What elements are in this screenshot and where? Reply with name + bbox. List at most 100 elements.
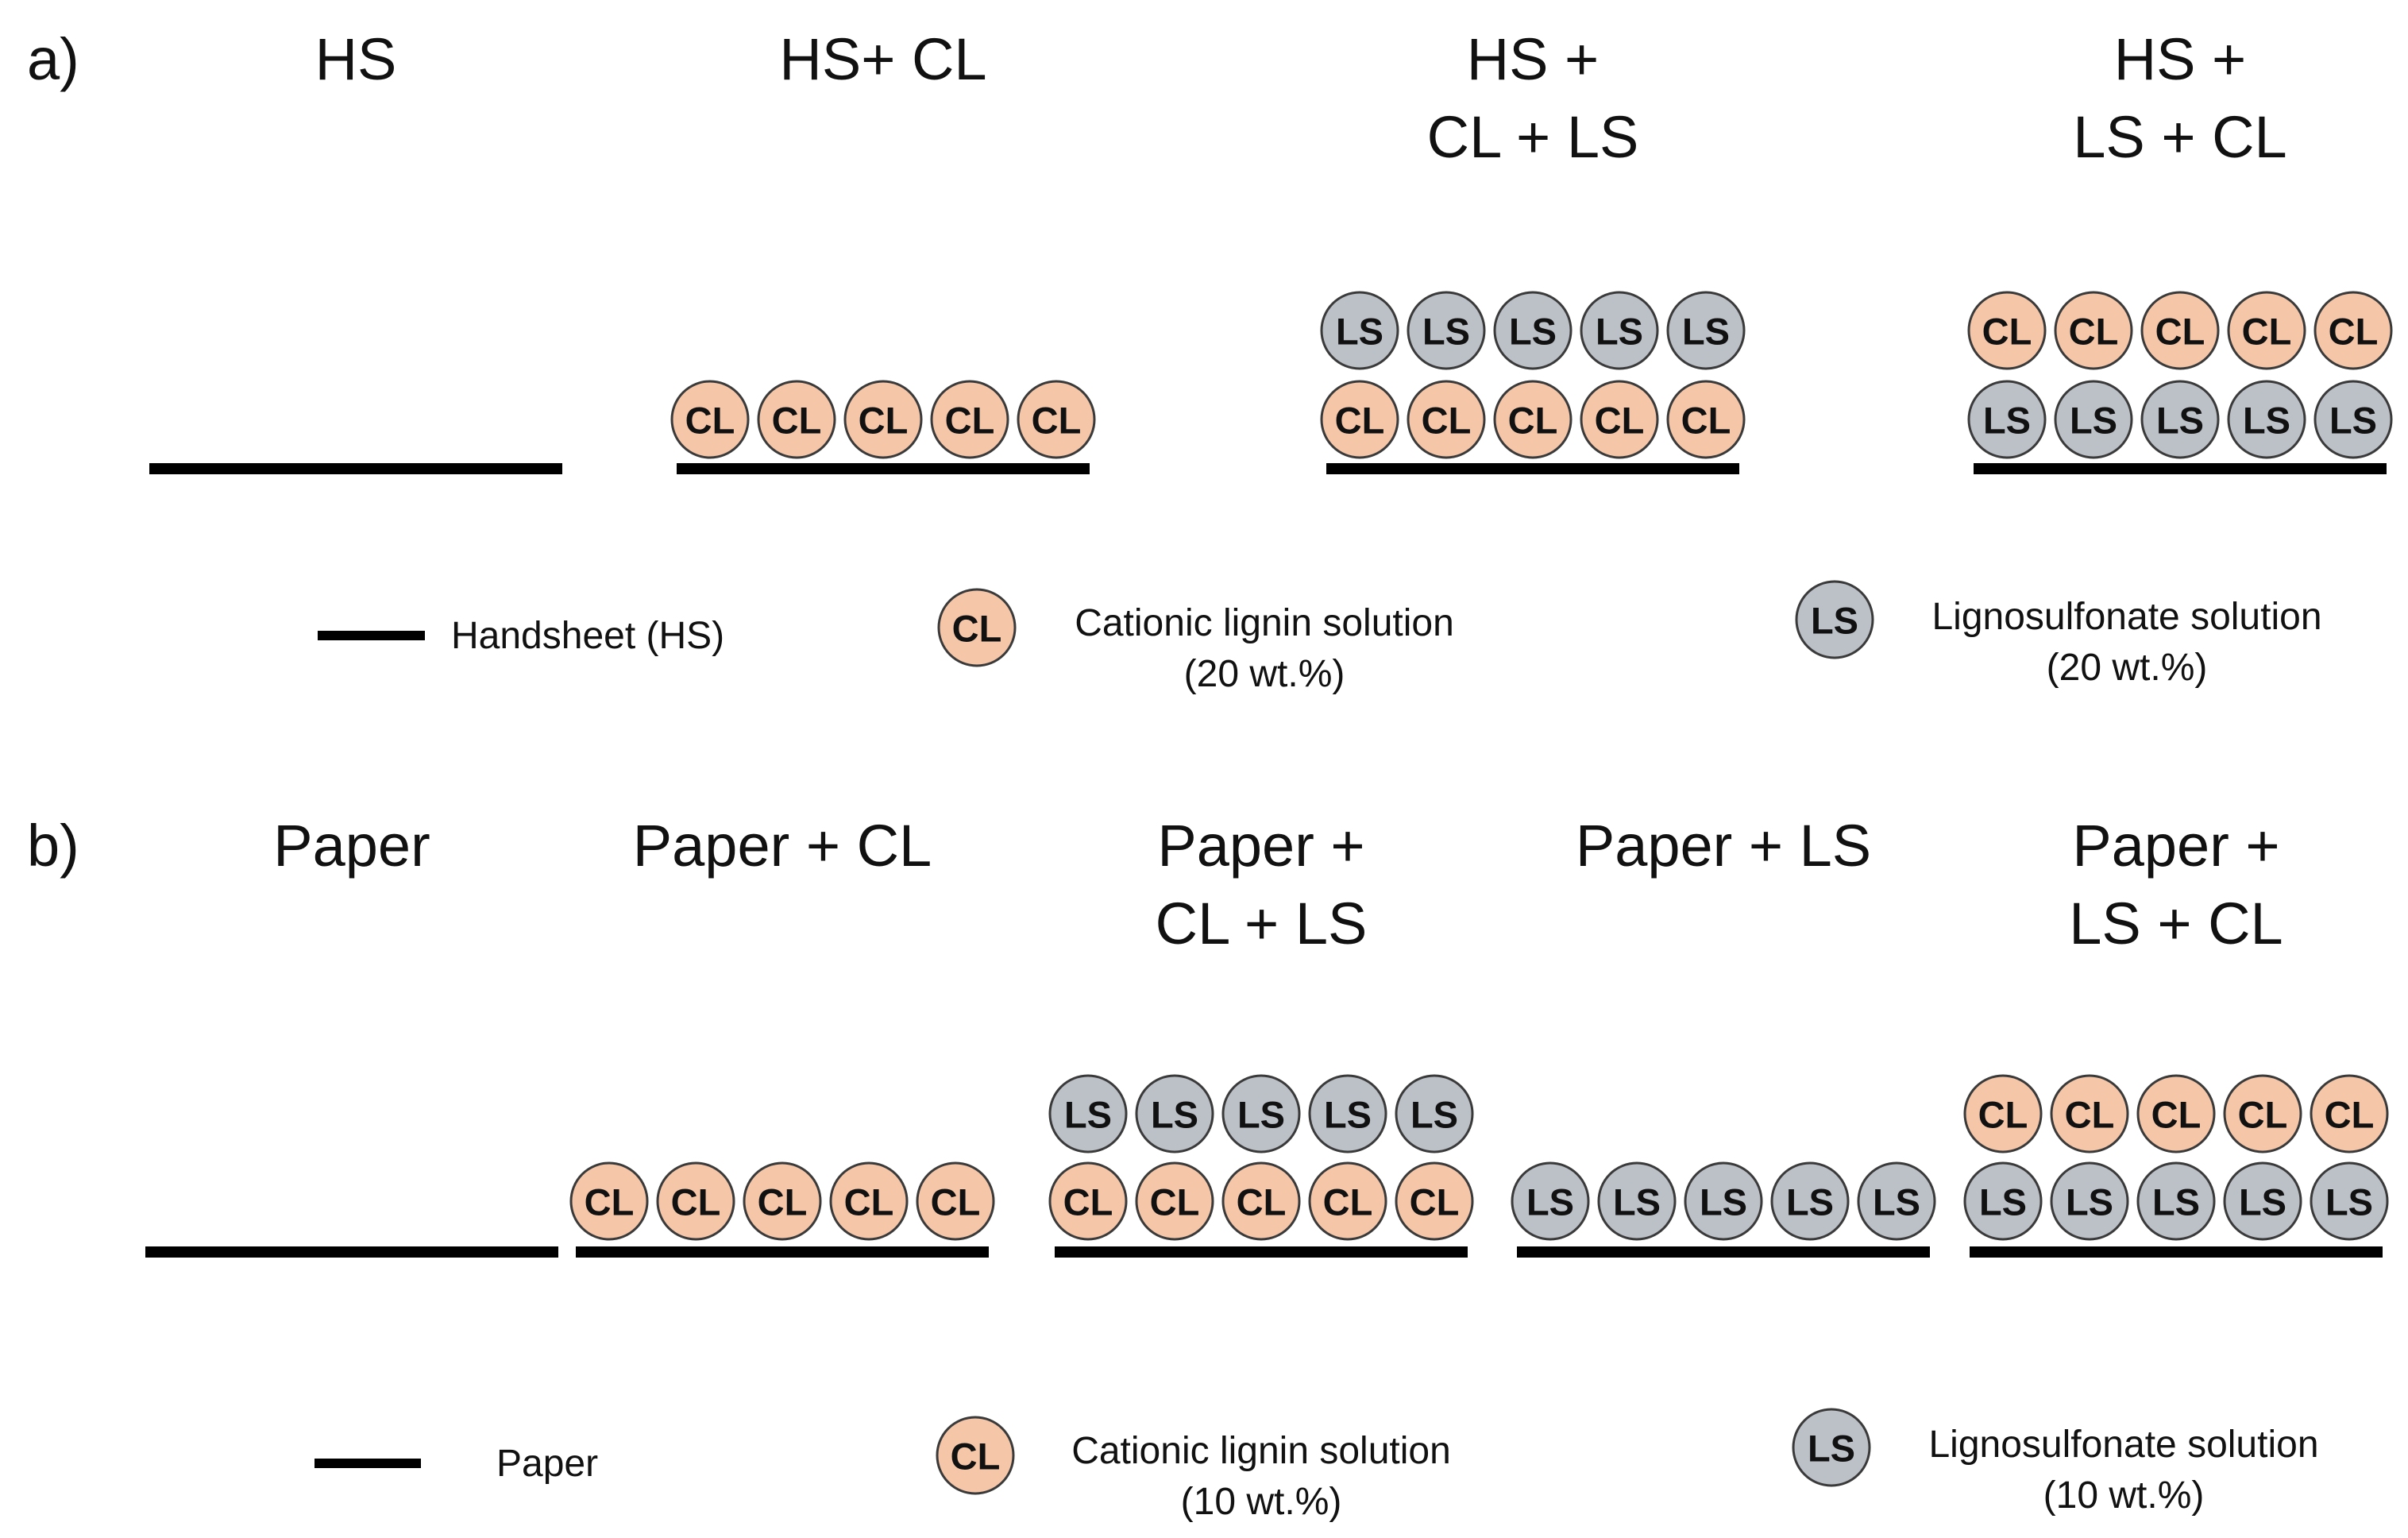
sample-title: HS + [1467,26,1600,92]
cl-token: CL [1967,291,2047,370]
ls-circle [1967,380,2047,459]
ls-token-label: LS [2152,1181,2200,1223]
legend-ls-token: LS [1792,1408,1871,1487]
ls-token: LS [1048,1074,1128,1154]
cl-token: CL [1017,380,1096,459]
cl-token-label: CL [2242,310,2292,352]
ls-token: LS [1511,1161,1590,1241]
ls-circle [1792,1408,1871,1487]
ls-token-label: LS [1979,1181,2027,1223]
sample-title: Paper + LS [1576,813,1871,879]
cl-circle [2227,291,2306,370]
cl-circle [2050,1074,2129,1154]
cl-token-label: CL [1323,1181,1373,1223]
cl-circle [670,380,750,459]
cl-circle [1666,380,1746,459]
cl-circle [2310,1074,2389,1154]
sample-title: Paper + [2072,813,2279,879]
ls-circle [1511,1161,1590,1241]
ls-token: LS [2136,1161,2216,1241]
cl-token: CL [1666,380,1746,459]
cl-token-label: CL [1032,399,1082,441]
ls-token-label: LS [2325,1181,2373,1223]
sample-title: HS [315,26,397,92]
ls-token-label: LS [1064,1093,1112,1135]
cl-token-label: CL [1982,310,2032,352]
ls-circle [1308,1074,1387,1154]
ls-layer: LS LS LS LS LS [1048,1074,1474,1154]
cl-circle [2313,291,2393,370]
sample-title: Paper + CL [633,813,932,879]
ls-token-label: LS [1151,1093,1198,1135]
cl-token: CL [569,1161,649,1241]
cl-token-label: CL [585,1181,635,1223]
cl-circle [936,1416,1015,1495]
ls-token-label: LS [1873,1181,1920,1223]
cl-token: CL [829,1161,909,1241]
panel-label: b) [27,813,79,879]
legend-ls-token: LS [1795,580,1874,659]
legend-substrate-label: Paper [496,1443,598,1485]
ls-token-label: LS [1786,1181,1834,1223]
cl-token-label: CL [671,1181,721,1223]
legend-cl-label: Cationic lignin solution [1075,602,1454,644]
sample-title: Paper + [1157,813,1364,879]
cl-circle [1580,380,1659,459]
cl-circle [2223,1074,2302,1154]
ls-token-label: LS [1509,310,1557,352]
cl-circle [1407,380,1486,459]
ls-token: LS [1395,1074,1474,1154]
sample-title: CL + LS [1156,891,1368,956]
ls-token-label: LS [1237,1093,1285,1135]
cl-token-label: CL [2329,310,2379,352]
cl-token-label: CL [931,1181,981,1223]
ls-circle [1597,1161,1677,1241]
cl-circle [1221,1161,1301,1241]
ls-token: LS [2227,380,2306,459]
ls-token-label: LS [2329,399,2377,441]
cl-token: CL [757,380,836,459]
cl-token: CL [2050,1074,2129,1154]
cl-token: CL [1048,1161,1128,1241]
ls-circle [1493,291,1573,370]
cl-token-label: CL [758,1181,808,1223]
cl-token-label: CL [2069,310,2119,352]
cl-circle [656,1161,735,1241]
ls-token-label: LS [1324,1093,1372,1135]
cl-token-label: CL [1595,399,1645,441]
ls-token-label: LS [1682,310,1730,352]
ls-token: LS [2310,1161,2389,1241]
cl-circle [2136,1074,2216,1154]
sample-title: CL + LS [1427,104,1639,170]
ls-token: LS [1407,291,1486,370]
cl-token: CL [1221,1161,1301,1241]
cl-token-label: CL [1410,1181,1460,1223]
cl-circle [2054,291,2133,370]
ls-circle [2310,1161,2389,1241]
ls-circle [1320,291,1399,370]
ls-token: LS [1493,291,1573,370]
ls-token-label: LS [1983,399,2031,441]
cl-token-label: CL [685,399,735,441]
cl-token: CL [670,380,750,459]
ls-token: LS [1770,1161,1850,1241]
cl-token: CL [916,1161,995,1241]
legend-substrate-label: Handsheet (HS) [451,615,724,657]
sample-title: HS+ CL [779,26,986,92]
ls-circle [1666,291,1746,370]
ls-token-label: LS [1422,310,1470,352]
cl-token-label: CL [2238,1093,2288,1135]
ls-circle [1857,1161,1936,1241]
ls-circle [1407,291,1486,370]
ls-circle [1770,1161,1850,1241]
cl-token-label: CL [2155,310,2205,352]
cl-token: CL [1395,1161,1474,1241]
cl-circle [916,1161,995,1241]
cl-token-label: CL [772,399,822,441]
